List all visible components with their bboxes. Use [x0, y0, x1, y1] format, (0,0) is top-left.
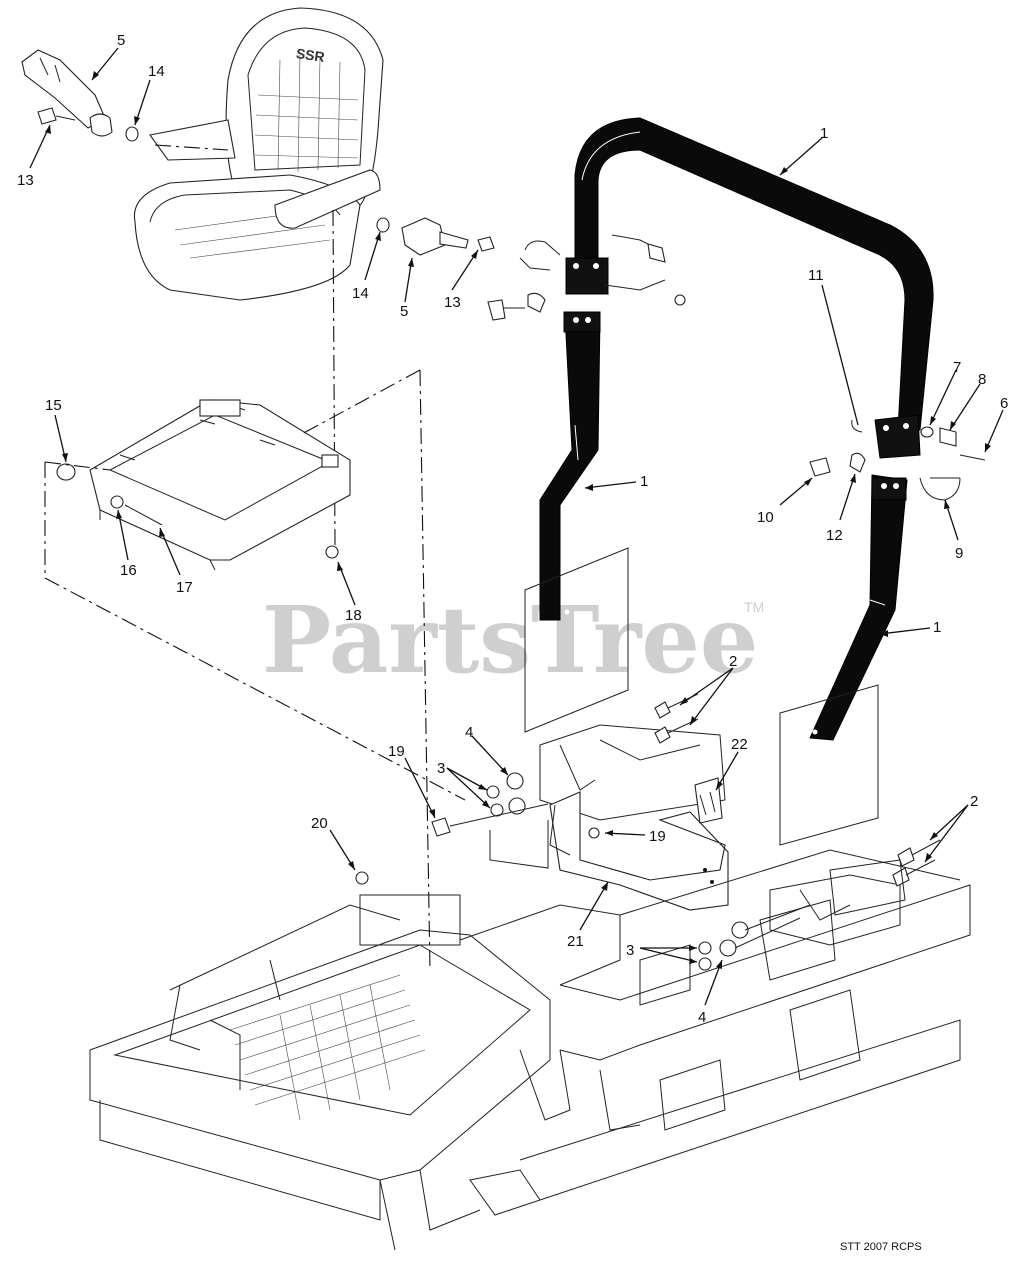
callout-3-left: 3 — [437, 760, 445, 777]
pan-washer — [110, 495, 124, 509]
pan-alignment-lines — [44, 369, 466, 971]
callout-16: 16 — [120, 562, 137, 579]
decal-left — [524, 547, 629, 733]
callout-10: 10 — [757, 509, 774, 526]
roll-bar-upper-hoop — [565, 117, 934, 459]
callout-1-hoop: 1 — [820, 125, 828, 142]
decal-right — [779, 684, 879, 846]
tractor-frame — [89, 849, 971, 1251]
callout-17: 17 — [176, 579, 193, 596]
callout-11: 11 — [808, 267, 824, 284]
callout-2-right: 2 — [970, 793, 978, 810]
seat-alignment-line-left — [154, 144, 229, 151]
callout-9: 9 — [955, 545, 963, 562]
pan-nut — [325, 545, 339, 559]
callout-21: 21 — [567, 933, 584, 950]
callout-13-top: 13 — [17, 172, 34, 189]
callout-3-right: 3 — [626, 942, 634, 959]
diagram-code: STT 2007 RCPS — [840, 1241, 922, 1253]
callout-5-top: 5 — [117, 32, 125, 49]
callout-5-right: 5 — [400, 303, 408, 320]
bolt-19-line — [449, 803, 549, 827]
watermark-trademark: TM — [744, 599, 764, 615]
roll-bar-mount-right — [769, 874, 901, 946]
callout-4-right: 4 — [698, 1009, 706, 1026]
seat-slide-rail-right — [401, 217, 469, 256]
roll-bar-lower-right — [809, 474, 908, 741]
roll-bar-hardware-right — [809, 419, 986, 501]
nuts-washers-3-4-left — [486, 772, 526, 817]
mount-pad-left — [489, 820, 549, 869]
callout-20: 20 — [311, 815, 328, 832]
callout-4-left: 4 — [465, 724, 473, 741]
callout-12: 12 — [826, 527, 843, 544]
leader-lines — [29, 47, 1004, 1006]
nut-20 — [355, 871, 369, 885]
callout-1-left-leg: 1 — [640, 473, 648, 490]
callout-14-top: 14 — [148, 63, 165, 80]
callout-8: 8 — [978, 371, 986, 388]
roll-bar-hardware-left — [487, 234, 686, 321]
seat-bolts-and-washers — [37, 107, 495, 252]
callout-22: 22 — [731, 736, 748, 753]
callout-19-bracket: 19 — [649, 828, 666, 845]
nuts-washers-3-4-right — [698, 904, 811, 971]
callout-1-right-leg: 1 — [933, 619, 941, 636]
svg-text:SSR: SSR — [295, 45, 326, 65]
seat-mounting-pan — [89, 399, 351, 571]
seat-alignment-line-vertical — [332, 209, 336, 546]
callout-18: 18 — [345, 607, 362, 624]
callout-2-left: 2 — [729, 653, 737, 670]
seat: SSR — [133, 7, 384, 301]
bumper-plug — [56, 463, 76, 481]
bolt-19-left — [431, 817, 451, 837]
callout-7: 7 — [953, 359, 961, 376]
clip-22-detail — [699, 791, 716, 816]
callout-15: 15 — [45, 397, 62, 414]
callout-6: 6 — [1000, 395, 1008, 412]
watermark: PartsTree — [262, 586, 758, 694]
callout-13-right: 13 — [444, 294, 461, 311]
seat-slide-rail-left — [21, 49, 113, 137]
seat-support-bracket-21 — [549, 791, 729, 911]
roll-bar-mount-left — [539, 724, 726, 821]
roll-bar-lower-left — [539, 311, 601, 621]
callout-19-left: 19 — [388, 743, 405, 760]
bolts-2-left — [654, 693, 699, 744]
callout-14-right: 14 — [352, 285, 369, 302]
pan-bolt — [124, 504, 163, 526]
